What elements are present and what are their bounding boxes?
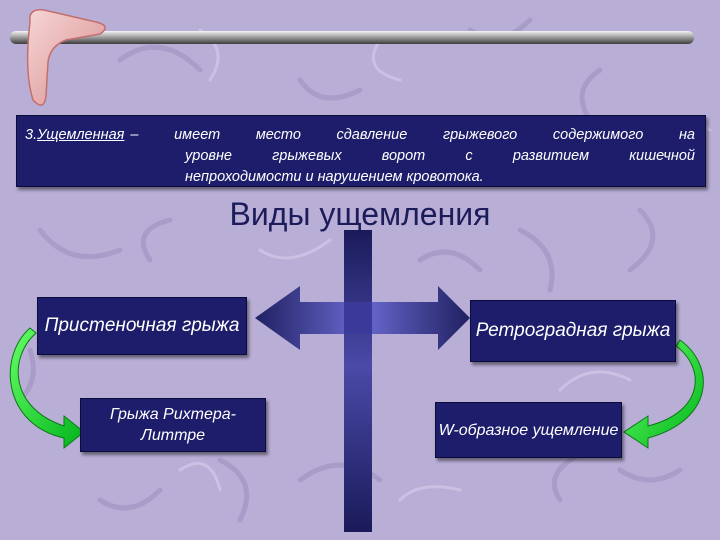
richter-hernia-label: Грыжа Рихтера-Литтре	[110, 406, 236, 444]
retrograde-hernia-label: Ретроградная грыжа	[475, 320, 671, 341]
definition-first-line: 3. Ущемленная – имеет место сдавление гр…	[25, 125, 695, 146]
definition-line1-text: – имеет место сдавление грыжевого содерж…	[130, 127, 695, 143]
parietal-hernia-label: Пристеночная грыжа	[44, 315, 240, 336]
definition-number: 3.	[25, 127, 38, 143]
definition-line-2: уровне грыжевых ворот с развитием кишечн…	[185, 148, 695, 164]
hernia-definition-box: 3. Ущемленная – имеет место сдавление гр…	[16, 115, 706, 187]
retrograde-hernia-box: Ретроградная грыжа	[470, 300, 676, 362]
diagram-title: Виды ущемления	[229, 196, 491, 232]
definition-term: Ущемленная	[37, 127, 125, 143]
definition-line-3: непроходимости и нарушением кровотока.	[185, 169, 484, 185]
w-shaped-strangulation-box: W-образное ущемление	[435, 402, 622, 458]
parietal-hernia-box: Пристеночная грыжа	[37, 297, 247, 355]
richter-hernia-box: Грыжа Рихтера-Литтре	[80, 398, 266, 452]
w-shaped-strangulation-label: W-образное ущемление	[438, 421, 619, 439]
